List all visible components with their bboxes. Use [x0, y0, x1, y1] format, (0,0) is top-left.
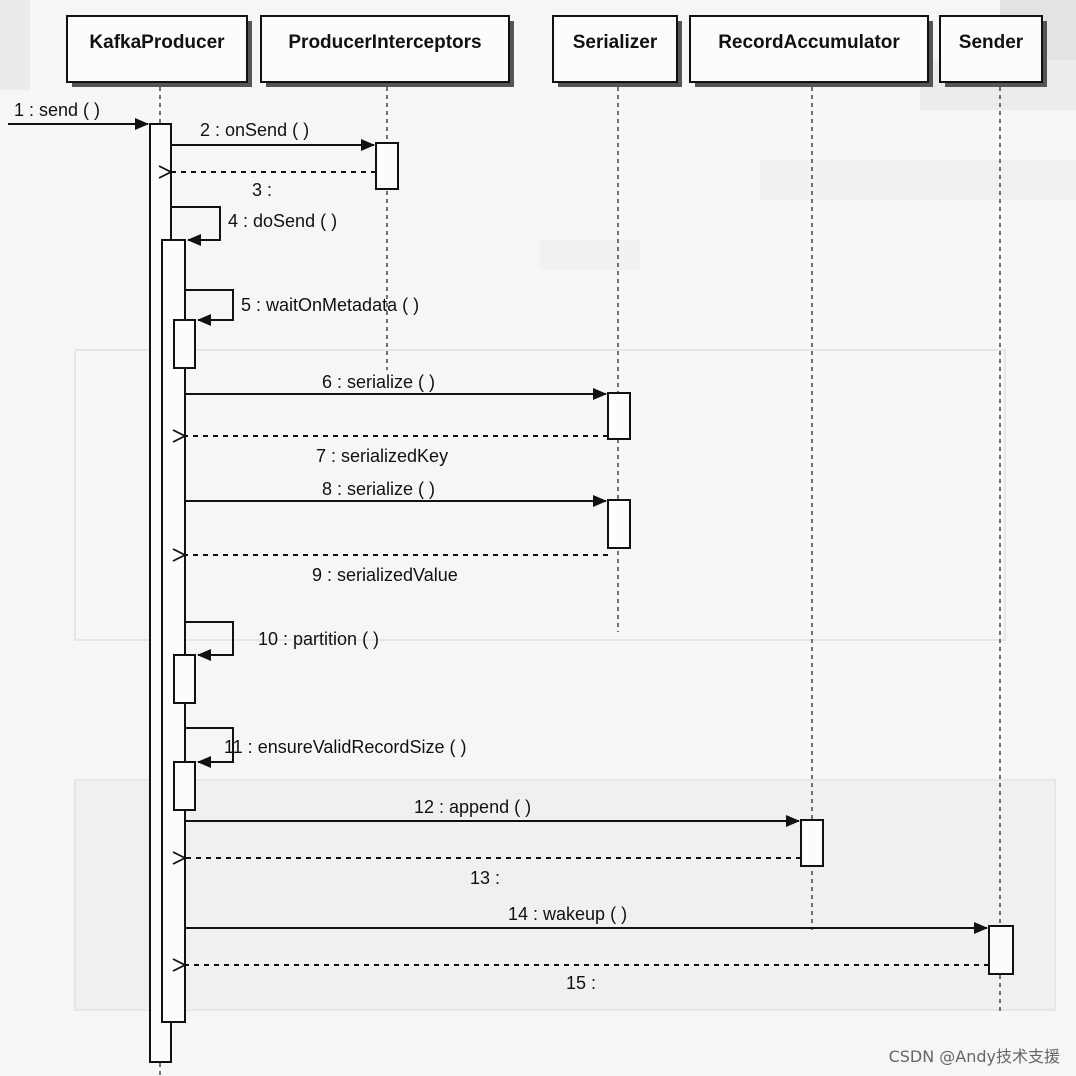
message-label-11: 11 : ensureValidRecordSize ( )	[224, 737, 466, 757]
activation-producerinterceptors	[375, 142, 399, 190]
participant-label: Serializer	[573, 32, 658, 53]
activation-kafkaproducer-ensurevalid	[173, 761, 196, 811]
message-label-15: 15 :	[566, 973, 596, 993]
lifelines	[159, 87, 1001, 1075]
message-label-13: 13 :	[470, 868, 500, 888]
activation-kafkaproducer-partition	[173, 654, 196, 704]
activation-kafkaproducer-waitonmetadata	[173, 319, 196, 369]
participants: KafkaProducer ProducerInterceptors Seria…	[66, 15, 1047, 87]
watermark: CSDN @Andy技术支援	[889, 1047, 1060, 1066]
message-label-6: 6 : serialize ( )	[322, 372, 435, 392]
participant-label: RecordAccumulator	[718, 32, 900, 53]
message-label-10: 10 : partition ( )	[258, 629, 379, 649]
participant-serializer: Serializer	[552, 15, 682, 87]
participant-label: ProducerInterceptors	[288, 32, 481, 53]
participant-recordaccumulator: RecordAccumulator	[689, 15, 933, 87]
message-labels: 1 : send ( ) 2 : onSend ( ) 3 : 4 : doSe…	[14, 100, 627, 993]
message-label-14: 14 : wakeup ( )	[508, 904, 627, 924]
activations	[149, 123, 1014, 1063]
arrow-partition	[185, 621, 234, 661]
participant-kafkaproducer: KafkaProducer	[66, 15, 252, 87]
message-arrows	[8, 118, 989, 965]
message-label-9: 9 : serializedValue	[312, 565, 458, 585]
message-label-12: 12 : append ( )	[414, 797, 531, 817]
message-label-2: 2 : onSend ( )	[200, 120, 309, 140]
activation-sender	[988, 925, 1014, 975]
arrow-dosend	[171, 206, 221, 246]
arrow-waitonmetadata	[185, 289, 234, 326]
message-label-1: 1 : send ( )	[14, 100, 100, 120]
activation-serializer-1	[607, 392, 631, 440]
message-label-8: 8 : serialize ( )	[322, 479, 435, 499]
activation-serializer-2	[607, 499, 631, 549]
message-label-5: 5 : waitOnMetadata ( )	[241, 295, 419, 315]
background-bleed	[0, 0, 1076, 1011]
participant-label: Sender	[959, 32, 1024, 53]
message-label-3: 3 :	[252, 180, 272, 200]
participant-label: KafkaProducer	[89, 32, 225, 53]
activation-recordaccumulator	[800, 819, 824, 867]
participant-producerinterceptors: ProducerInterceptors	[260, 15, 514, 87]
message-label-4: 4 : doSend ( )	[228, 211, 337, 231]
participant-sender: Sender	[939, 15, 1047, 87]
message-label-7: 7 : serializedKey	[316, 446, 448, 466]
arrow-ensurevalid	[185, 727, 234, 768]
